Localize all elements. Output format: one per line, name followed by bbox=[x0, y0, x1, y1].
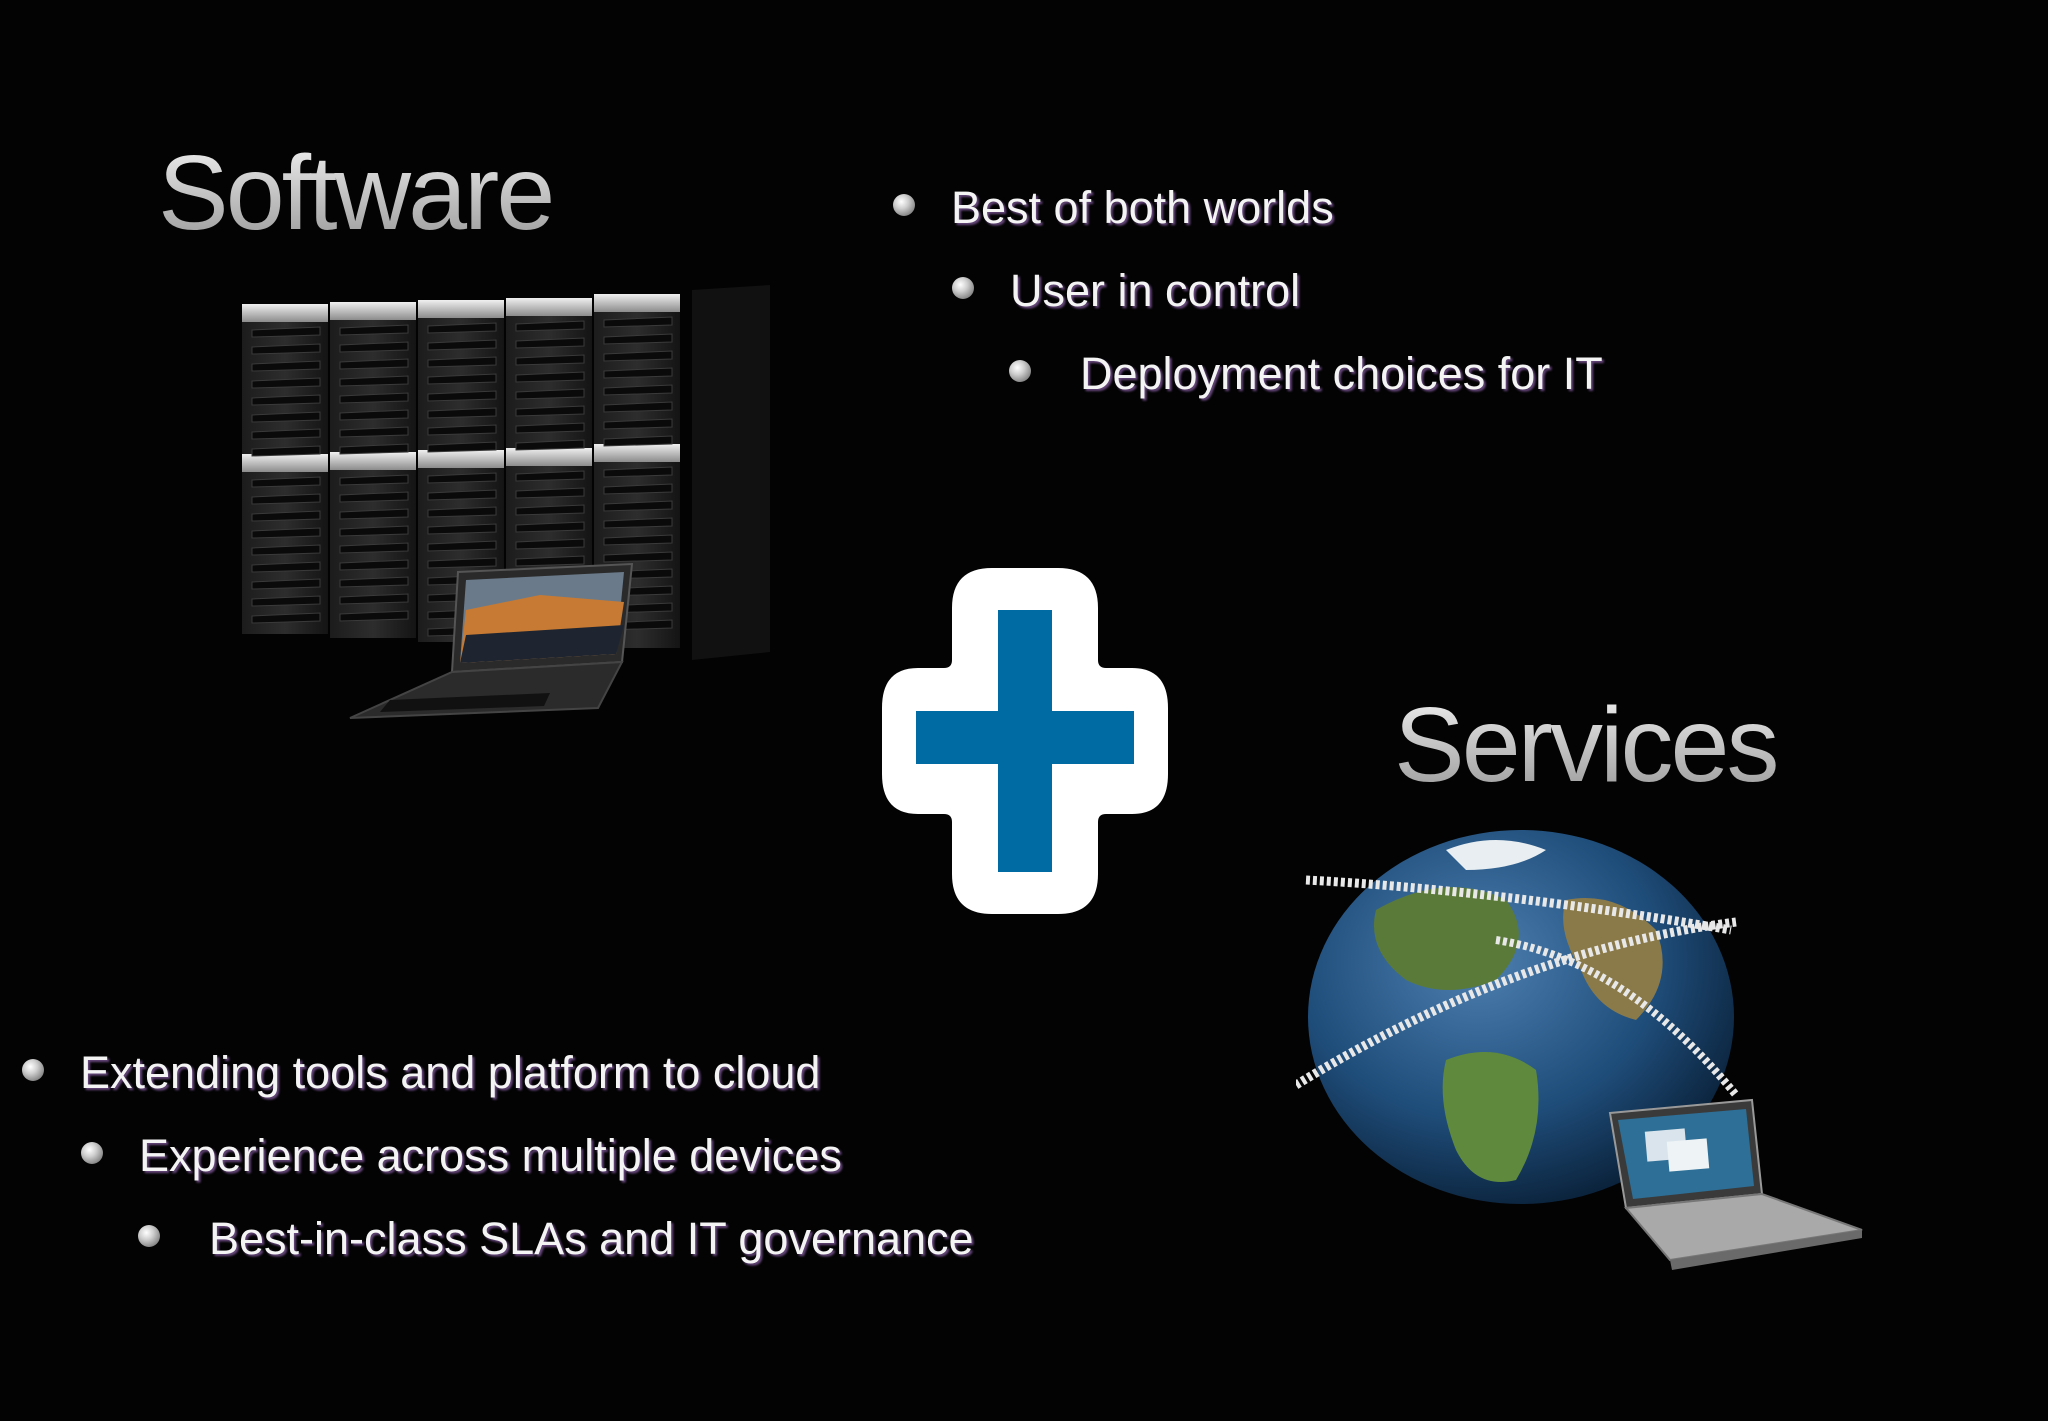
bullet-text: Extending tools and platform to cloud bbox=[80, 1047, 821, 1098]
bullet-item: User in control bbox=[893, 265, 1603, 348]
bullet-item: Experience across multiple devices bbox=[22, 1130, 974, 1213]
bullet-item: Best of both worlds bbox=[893, 182, 1603, 265]
laptop-icon bbox=[1608, 1098, 1863, 1270]
software-heading: Software bbox=[158, 134, 555, 252]
bullet-icon bbox=[1009, 360, 1031, 382]
bullet-item: Best-in-class SLAs and IT governance bbox=[22, 1213, 974, 1296]
bullet-icon bbox=[893, 194, 915, 216]
top-bullet-list: Best of both worlds User in control Depl… bbox=[893, 182, 1603, 431]
bullet-text: User in control bbox=[1010, 265, 1301, 316]
bullet-item: Deployment choices for IT bbox=[893, 348, 1603, 431]
bullet-item: Extending tools and platform to cloud bbox=[22, 1047, 974, 1130]
bullet-icon bbox=[22, 1059, 44, 1081]
bullet-text: Best-in-class SLAs and IT governance bbox=[209, 1213, 974, 1264]
bottom-bullet-list: Extending tools and platform to cloud Ex… bbox=[22, 1047, 974, 1296]
laptop-icon bbox=[349, 562, 634, 719]
plus-icon bbox=[882, 568, 1168, 914]
bullet-icon bbox=[952, 277, 974, 299]
bullet-icon bbox=[138, 1225, 160, 1247]
bullet-text: Best of both worlds bbox=[951, 182, 1334, 233]
globe-icon bbox=[1296, 830, 1863, 1270]
bullet-text: Deployment choices for IT bbox=[1080, 348, 1603, 399]
bullet-icon bbox=[81, 1142, 103, 1164]
server-rack-icon bbox=[242, 285, 770, 719]
bullet-text: Experience across multiple devices bbox=[139, 1130, 842, 1181]
services-heading: Services bbox=[1394, 686, 1779, 804]
